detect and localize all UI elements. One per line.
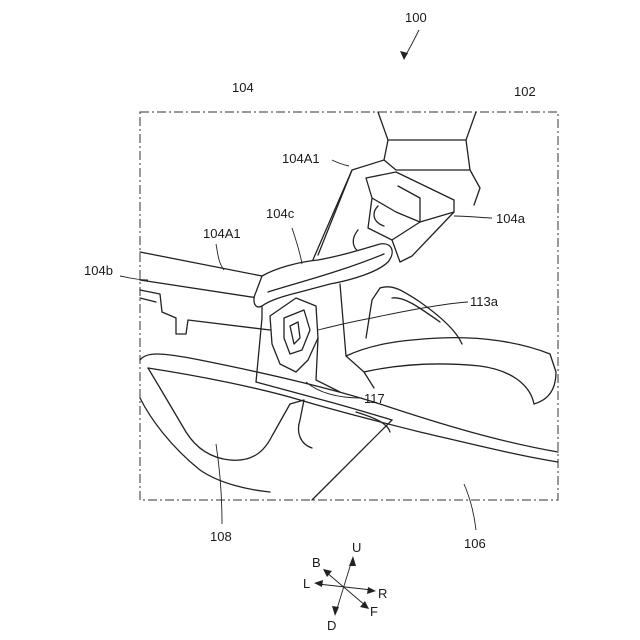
label-104: 104	[232, 80, 254, 95]
label-113a: 113a	[470, 294, 499, 309]
label-104a: 104a	[496, 211, 526, 226]
dir-right: R	[378, 586, 387, 601]
figure-ref-arrow	[400, 30, 419, 60]
dir-up: U	[352, 540, 361, 555]
label-104A1-left: 104A1	[203, 226, 241, 241]
dir-down: D	[327, 618, 336, 633]
dir-back: B	[312, 555, 321, 570]
label-102: 102	[514, 84, 536, 99]
direction-compass: U B L R F D	[303, 540, 387, 633]
label-117: 117	[364, 391, 385, 406]
label-104c: 104c	[266, 206, 295, 221]
label-104b: 104b	[84, 263, 113, 278]
label-104A1-top: 104A1	[282, 151, 320, 166]
label-108: 108	[210, 529, 232, 544]
label-100: 100	[405, 10, 427, 25]
dir-left: L	[303, 576, 310, 591]
dir-front: F	[370, 604, 378, 619]
label-106: 106	[464, 536, 486, 551]
